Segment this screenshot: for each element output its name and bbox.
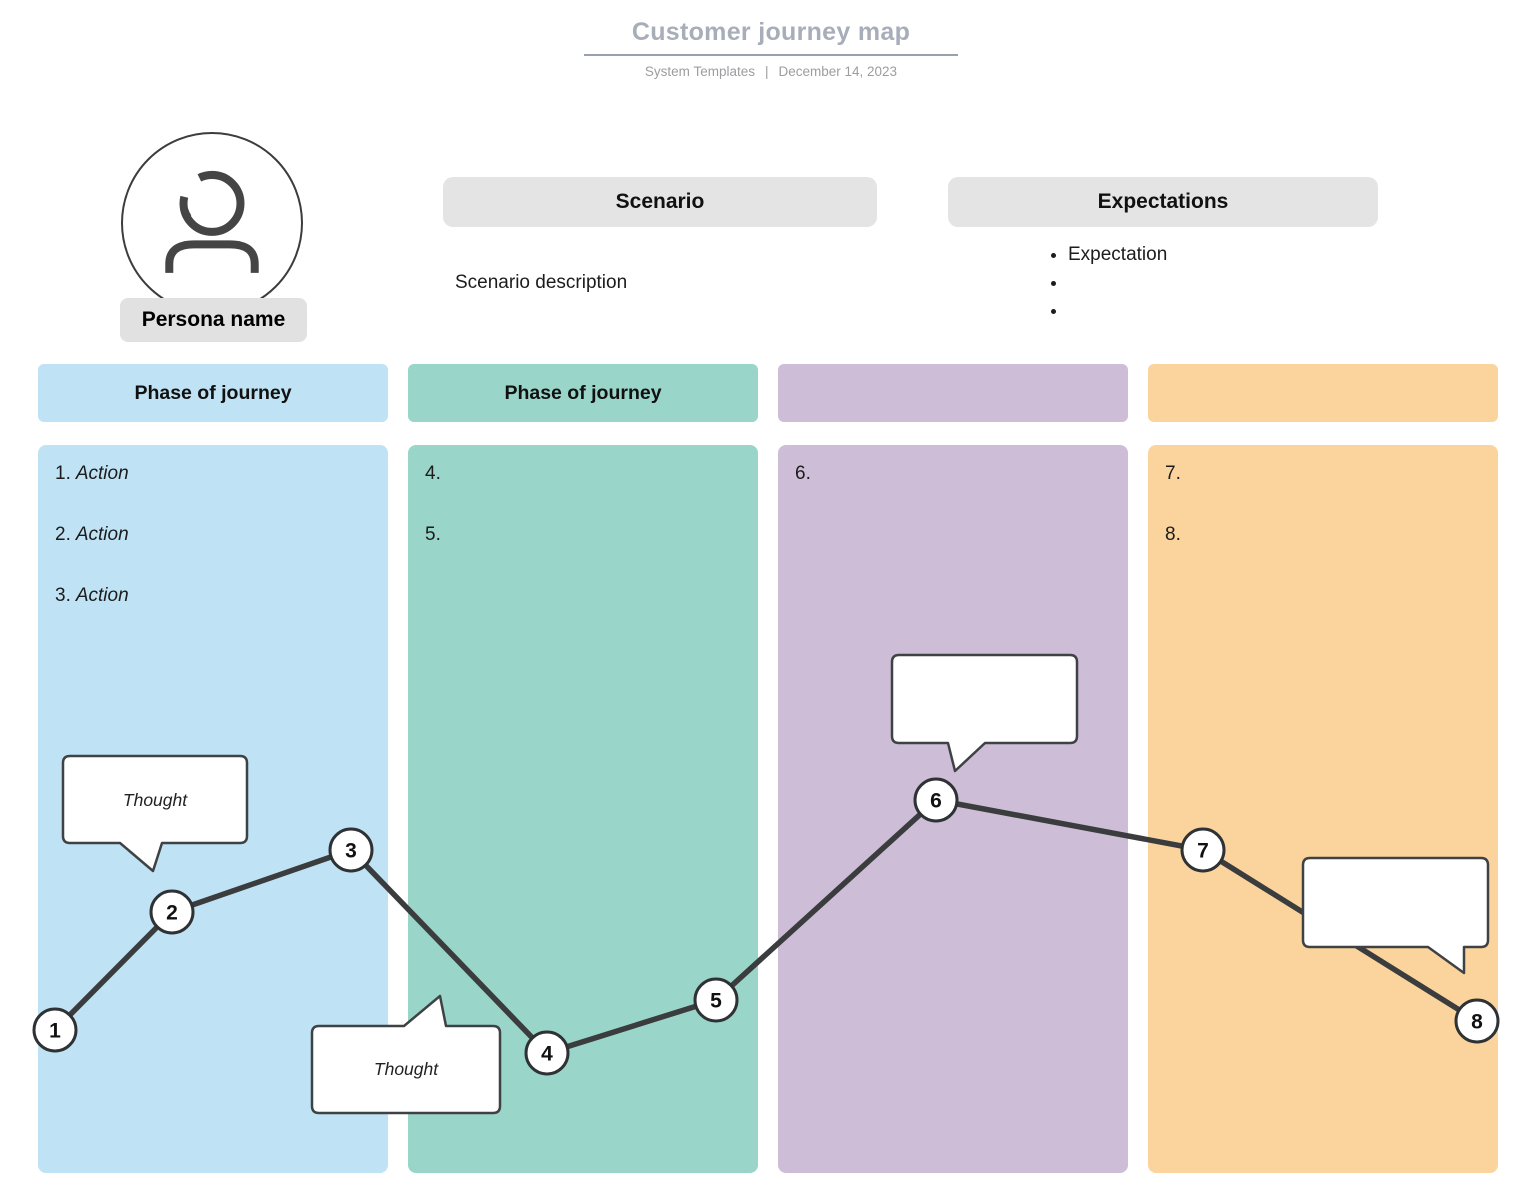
journey-point-7[interactable]: 7: [1180, 827, 1226, 873]
journey-point-5[interactable]: 5: [693, 977, 739, 1023]
page-title: Customer journey map: [584, 18, 958, 56]
expectation-item[interactable]: Expectation: [1068, 244, 1167, 272]
journey-point-2[interactable]: 2: [149, 889, 195, 935]
scenario-description[interactable]: Scenario description: [455, 272, 628, 293]
phase-header-3[interactable]: [778, 364, 1128, 422]
phase-header-2[interactable]: Phase of journey: [408, 364, 758, 422]
speech-bubble-empty-2[interactable]: [1301, 856, 1490, 975]
action-item[interactable]: 8.: [1165, 524, 1181, 545]
journey-point-4[interactable]: 4: [524, 1030, 570, 1076]
meta-date: December 14, 2023: [778, 64, 898, 79]
action-item[interactable]: 5.: [425, 524, 441, 545]
action-item[interactable]: 4.: [425, 463, 441, 484]
journey-point-8[interactable]: 8: [1454, 998, 1500, 1044]
bubble-text: Thought: [374, 1059, 439, 1079]
svg-text:1: 1: [49, 1020, 61, 1043]
meta-separator: |: [764, 64, 769, 79]
title-block: Customer journey map System Templates | De…: [584, 18, 958, 79]
journey-line[interactable]: [52, 797, 1480, 1056]
speech-bubble-empty-1[interactable]: [890, 653, 1079, 773]
action-item[interactable]: 2.Action: [55, 524, 129, 545]
expectations-header[interactable]: Expectations: [948, 177, 1378, 227]
svg-text:6: 6: [930, 790, 942, 813]
journey-point-1[interactable]: 1: [32, 1007, 78, 1053]
journey-point-6[interactable]: 6: [913, 777, 959, 823]
svg-text:7: 7: [1197, 840, 1209, 863]
action-item[interactable]: 7.: [1165, 463, 1181, 484]
persona-avatar[interactable]: [121, 132, 303, 314]
phase-header-1[interactable]: Phase of journey: [38, 364, 388, 422]
svg-text:4: 4: [541, 1043, 553, 1066]
phase-column-4[interactable]: 7. 8.: [1148, 445, 1498, 1173]
speech-bubble-thought-1[interactable]: Thought: [61, 754, 249, 873]
action-item[interactable]: 1.Action: [55, 463, 129, 484]
bubble-text: Thought: [123, 790, 188, 810]
journey-point-3[interactable]: 3: [328, 827, 374, 873]
action-item[interactable]: 3.Action: [55, 585, 129, 606]
svg-text:2: 2: [166, 902, 178, 925]
persona-name-label[interactable]: Persona name: [120, 298, 307, 342]
expectations-list[interactable]: Expectation: [1046, 244, 1167, 328]
document-meta: System Templates | December 14, 2023: [584, 64, 958, 79]
svg-text:8: 8: [1471, 1011, 1483, 1034]
scenario-header[interactable]: Scenario: [443, 177, 877, 227]
meta-source: System Templates: [644, 64, 755, 79]
phase-header-4[interactable]: [1148, 364, 1498, 422]
action-item[interactable]: 6.: [795, 463, 811, 484]
svg-text:3: 3: [345, 840, 357, 863]
person-icon: [165, 170, 259, 273]
speech-bubble-thought-2[interactable]: Thought: [310, 994, 502, 1115]
svg-text:5: 5: [710, 990, 722, 1013]
